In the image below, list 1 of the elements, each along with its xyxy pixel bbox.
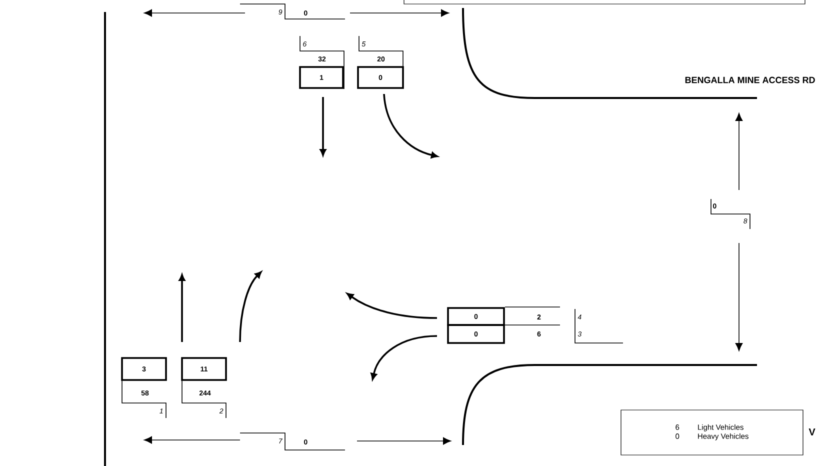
road-name: BENGALLA MINE ACCESS RD [685, 76, 815, 84]
